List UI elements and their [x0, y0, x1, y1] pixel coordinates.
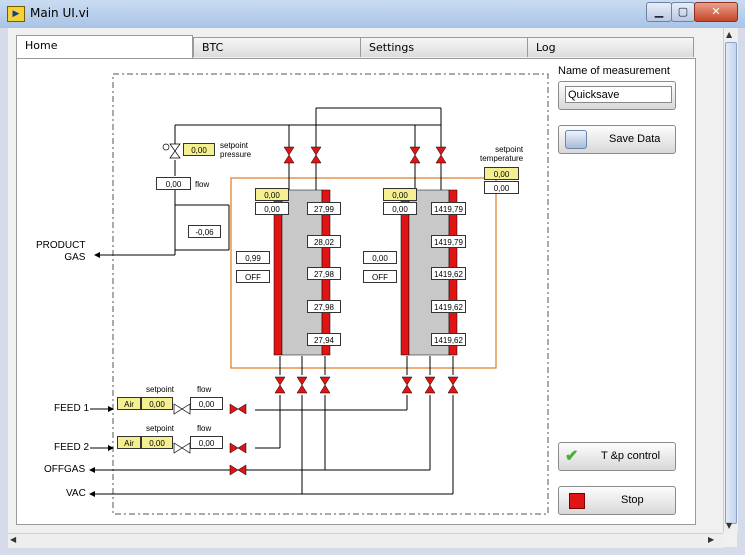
stop-icon	[569, 493, 585, 509]
product-flow-indicator: -0,06	[188, 225, 221, 238]
column1-side-value: 0,99	[236, 251, 270, 264]
column2-temp-1: 1419,79	[431, 202, 466, 215]
measurement-name-input[interactable]	[565, 86, 672, 103]
tab-btc[interactable]: BTC	[193, 37, 361, 57]
title-bar	[0, 0, 745, 28]
column2-side-value: 0,00	[363, 251, 397, 264]
tab-settings[interactable]: Settings	[360, 37, 528, 57]
checkmark-icon: ✔	[565, 448, 579, 465]
vac-label: VAC	[66, 488, 86, 499]
column2-setpoint-input[interactable]: 0,00	[383, 188, 417, 201]
close-button[interactable]: ✕	[694, 2, 738, 22]
labview-icon: ▶	[7, 6, 25, 22]
scroll-left-icon[interactable]: ◀	[10, 535, 17, 544]
column2-temp-4: 1419,62	[431, 300, 466, 313]
save-disk-icon	[565, 130, 587, 149]
stop-label: Stop	[621, 494, 644, 506]
vertical-scroll-thumb[interactable]	[725, 42, 737, 524]
tp-control-label: T &p control	[601, 450, 661, 462]
scroll-down-icon[interactable]: ▼	[726, 521, 733, 530]
feed1-setpoint-input[interactable]: 0,00	[141, 397, 173, 410]
measurement-name-frame	[558, 81, 676, 110]
scroll-right-icon[interactable]: ▶	[708, 535, 715, 544]
offgas-label: OFFGAS	[44, 464, 86, 475]
temperature-indicator: 0,00	[484, 181, 519, 194]
column1-temp-1: 27,99	[307, 202, 341, 215]
stop-button[interactable]: Stop	[558, 486, 676, 515]
feed1-label: FEED 1	[54, 403, 90, 414]
feed2-gas-selector[interactable]: Air	[117, 436, 141, 449]
feed2-flow-indicator: 0,00	[190, 436, 223, 449]
pressure-flow-indicator: 0,00	[156, 177, 191, 190]
column2-value: 0,00	[383, 202, 417, 215]
column1-setpoint-input[interactable]: 0,00	[255, 188, 289, 201]
column2-temp-2: 1419,79	[431, 235, 466, 248]
feed2-setpoint-label: setpoint	[146, 424, 175, 433]
tab-home[interactable]: Home	[16, 35, 193, 58]
column1-temp-2: 28,02	[307, 235, 341, 248]
tp-control-button[interactable]: ✔ T &p control	[558, 442, 676, 471]
vertical-scrollbar[interactable]: ▲ ▼	[723, 28, 738, 533]
feed2-setpoint-input[interactable]: 0,00	[141, 436, 173, 449]
temperature-setpoint-label: setpoint temperature	[480, 145, 524, 163]
save-data-button[interactable]: Save Data	[558, 125, 676, 154]
feed2-flow-label: flow	[197, 424, 212, 433]
window-title: Main UI.vi	[30, 6, 90, 20]
column1-state[interactable]: OFF	[236, 270, 270, 283]
temperature-setpoint-input[interactable]: 0,00	[484, 167, 519, 180]
product-gas-label: PRODUCT GAS	[36, 240, 86, 263]
column2-state[interactable]: OFF	[363, 270, 397, 283]
tab-log[interactable]: Log	[527, 37, 694, 57]
scroll-up-icon[interactable]: ▲	[726, 30, 733, 39]
column1-temp-4: 27,98	[307, 300, 341, 313]
feed2-label: FEED 2	[54, 442, 90, 453]
feed1-setpoint-label: setpoint	[146, 385, 175, 394]
pressure-setpoint-label: setpoint pressure	[220, 141, 252, 159]
column1-temp-5: 27,94	[307, 333, 341, 346]
column2-temp-5: 1419,62	[431, 333, 466, 346]
feed1-flow-label: flow	[197, 385, 212, 394]
column1-temp-3: 27,98	[307, 267, 341, 280]
measurement-name-label: Name of measurement	[558, 65, 670, 77]
pressure-flow-label: flow	[195, 180, 210, 189]
feed1-flow-indicator: 0,00	[190, 397, 223, 410]
feed1-gas-selector[interactable]: Air	[117, 397, 141, 410]
pressure-setpoint-input[interactable]: 0,00	[183, 143, 215, 156]
horizontal-scrollbar[interactable]: ◀ ▶	[8, 533, 723, 548]
column1-value: 0,00	[255, 202, 289, 215]
save-data-label: Save Data	[609, 133, 661, 145]
column2-temp-3: 1419,62	[431, 267, 466, 280]
